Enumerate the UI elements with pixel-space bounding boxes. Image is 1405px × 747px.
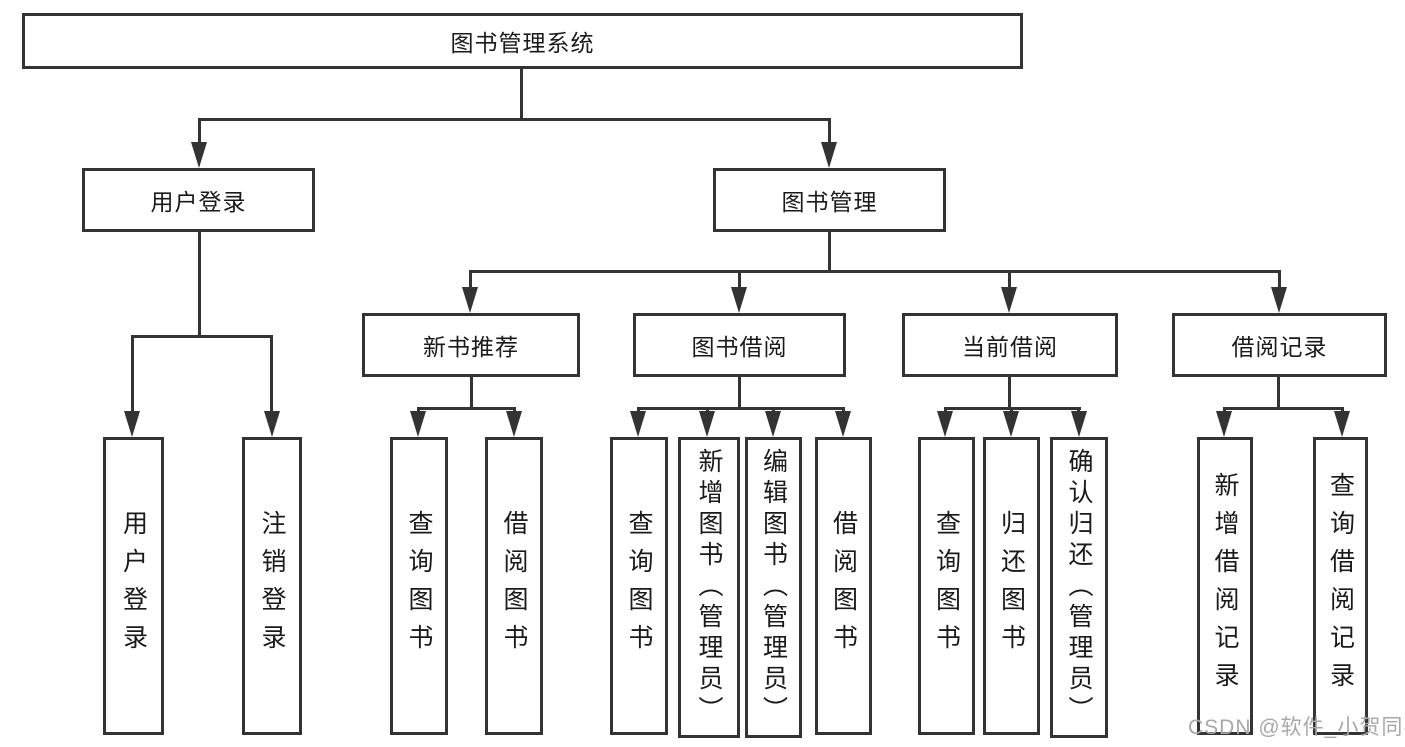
node-borrow-books: 借阅图书	[815, 437, 872, 735]
connector-vline	[828, 118, 831, 150]
arrow-down-icon	[937, 411, 953, 437]
connector-vline	[828, 232, 831, 273]
connector-vline	[469, 270, 472, 290]
node-edit-book-admin: 编辑图书（管理员）	[745, 437, 802, 738]
connector-vline	[470, 377, 473, 410]
node-current-borrowing: 当前借阅	[902, 313, 1118, 377]
connector-vline	[738, 377, 741, 410]
arrow-down-icon	[506, 411, 522, 437]
node-book-borrowing: 图书借阅	[633, 313, 846, 377]
node-user-login: 用户登录	[82, 168, 315, 232]
arrow-down-icon	[699, 411, 715, 437]
arrow-down-icon	[1216, 411, 1232, 437]
connector-hline	[1223, 407, 1344, 410]
connector-vline	[198, 118, 201, 150]
arrow-down-icon	[264, 411, 280, 437]
connector-vline	[738, 270, 741, 290]
connector-hline	[198, 118, 831, 121]
node-query-books-current: 查询图书	[918, 437, 975, 735]
node-query-books-borrowing: 查询图书	[610, 437, 668, 735]
arrow-down-icon	[731, 287, 747, 313]
connector-vline	[198, 232, 201, 338]
connector-vline	[131, 335, 134, 415]
node-borrow-books-recommend: 借阅图书	[485, 437, 543, 735]
connector-vline	[1008, 377, 1011, 410]
node-logout: 注销登录	[242, 437, 302, 735]
node-user-login-leaf: 用户登录	[103, 437, 164, 735]
arrow-down-icon	[765, 411, 781, 437]
connector-vline	[520, 69, 523, 121]
arrow-down-icon	[835, 411, 851, 437]
arrow-down-icon	[124, 411, 140, 437]
arrow-down-icon	[1003, 411, 1019, 437]
connector-vline	[1278, 270, 1281, 290]
connector-vline	[270, 335, 273, 415]
connector-hline	[131, 335, 273, 338]
csdn-watermark: CSDN @软件_小贺同学	[1188, 716, 1405, 739]
connector-vline	[1277, 377, 1280, 410]
node-library-management-system: 图书管理系统	[22, 13, 1023, 69]
arrow-down-icon	[1271, 287, 1287, 313]
arrow-down-icon	[821, 142, 837, 168]
node-book-management: 图书管理	[713, 168, 946, 232]
node-query-borrow-record: 查询借阅记录	[1313, 437, 1368, 735]
node-query-books-recommend: 查询图书	[390, 437, 448, 735]
arrow-down-icon	[191, 142, 207, 168]
arrow-down-icon	[462, 287, 478, 313]
arrow-down-icon	[1001, 287, 1017, 313]
connector-hline	[637, 407, 845, 410]
node-return-books: 归还图书	[983, 437, 1040, 735]
arrow-down-icon	[1334, 411, 1350, 437]
node-add-borrow-record: 新增借阅记录	[1197, 437, 1253, 735]
node-borrowing-records: 借阅记录	[1172, 313, 1387, 377]
node-add-book-admin: 新增图书（管理员）	[678, 437, 740, 738]
connector-vline	[1008, 270, 1011, 290]
connector-hline	[469, 270, 1281, 273]
connector-hline	[417, 407, 516, 410]
arrow-down-icon	[410, 411, 426, 437]
arrow-down-icon	[630, 411, 646, 437]
node-confirm-return-admin: 确认归还（管理员）	[1050, 437, 1108, 738]
arrow-down-icon	[1071, 411, 1087, 437]
node-new-book-recommendation: 新书推荐	[362, 313, 580, 377]
